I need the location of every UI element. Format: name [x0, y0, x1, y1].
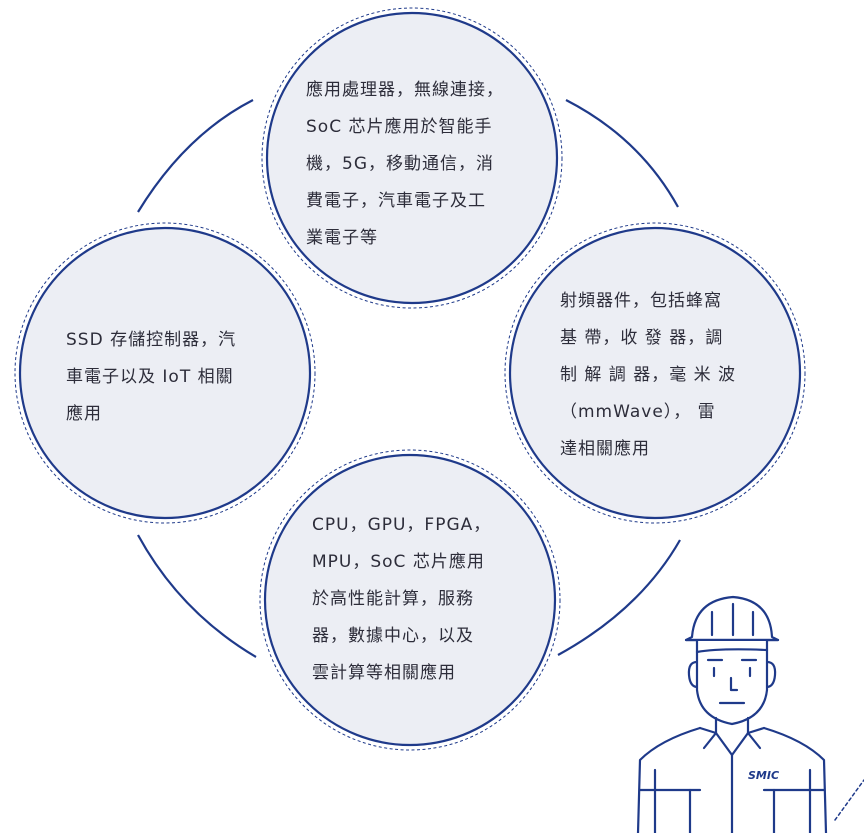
uniform [636, 726, 828, 833]
bubble-bottom-line-3: 於高性能計算，服務 [312, 589, 474, 609]
bubble-bottom-line-2: MPU，SoC 芯片應用 [312, 552, 485, 572]
ring-arcs [137, 99, 681, 658]
bubble-bottom-line-5: 雲計算等相關應用 [312, 663, 456, 683]
smic-logo: SMIC [748, 769, 779, 782]
bubble-left-line-2: 車電子以及 IoT 相關 [66, 367, 234, 387]
bubble-bottom-line-4: 器，數據中心，以及 [312, 626, 474, 646]
bubble-left-line-1: SSD 存儲控制器，汽 [66, 330, 237, 350]
bubble-right-text: 射頻器件，包括蜂窩 基 帶，收 發 器，調 制 解 調 器，毫 米 波 （mmW… [560, 283, 750, 468]
bubble-right-line-5: 達相關應用 [560, 439, 650, 459]
bubble-right-line-1: 射頻器件，包括蜂窩 [560, 291, 722, 311]
bubble-top-line-1: 應用處理器，無線連接， [306, 80, 504, 100]
bubble-left-text: SSD 存儲控制器，汽 車電子以及 IoT 相關 應用 [66, 322, 266, 433]
ring-arc-top-right [565, 99, 679, 208]
bubble-top-line-2: SoC 芯片應用於智能手 [306, 117, 493, 137]
bubble-right [504, 222, 806, 524]
ring-arc-bottom-right [557, 539, 681, 656]
bubble-top-line-3: 機，5G，移動通信，消 [306, 154, 494, 174]
bubble-right-line-4: （mmWave）， 雷 [560, 402, 716, 422]
bubble-top-text: 應用處理器，無線連接， SoC 芯片應用於智能手 機，5G，移動通信，消 費電子… [306, 72, 524, 257]
bubble-top [261, 7, 563, 309]
bubble-top-line-5: 業電子等 [306, 228, 378, 248]
bubble-bottom-text: CPU，GPU，FPGA， MPU，SoC 芯片應用 於高性能計算，服務 器，數… [312, 507, 512, 692]
bubble-right-line-2: 基 帶，收 發 器，調 [560, 328, 724, 348]
bubble-bottom-line-1: CPU，GPU，FPGA， [312, 515, 492, 535]
ring-arc-bottom-left [137, 534, 257, 658]
bubble-left [14, 222, 316, 524]
ring-arc-top-left [137, 99, 254, 213]
engineer-mascot [636, 595, 864, 833]
bubble-right-line-3: 制 解 調 器，毫 米 波 [560, 365, 737, 385]
bubble-top-line-4: 費電子，汽車電子及工 [306, 191, 486, 211]
bubble-bottom [259, 449, 561, 751]
bubble-left-line-3: 應用 [66, 404, 102, 424]
